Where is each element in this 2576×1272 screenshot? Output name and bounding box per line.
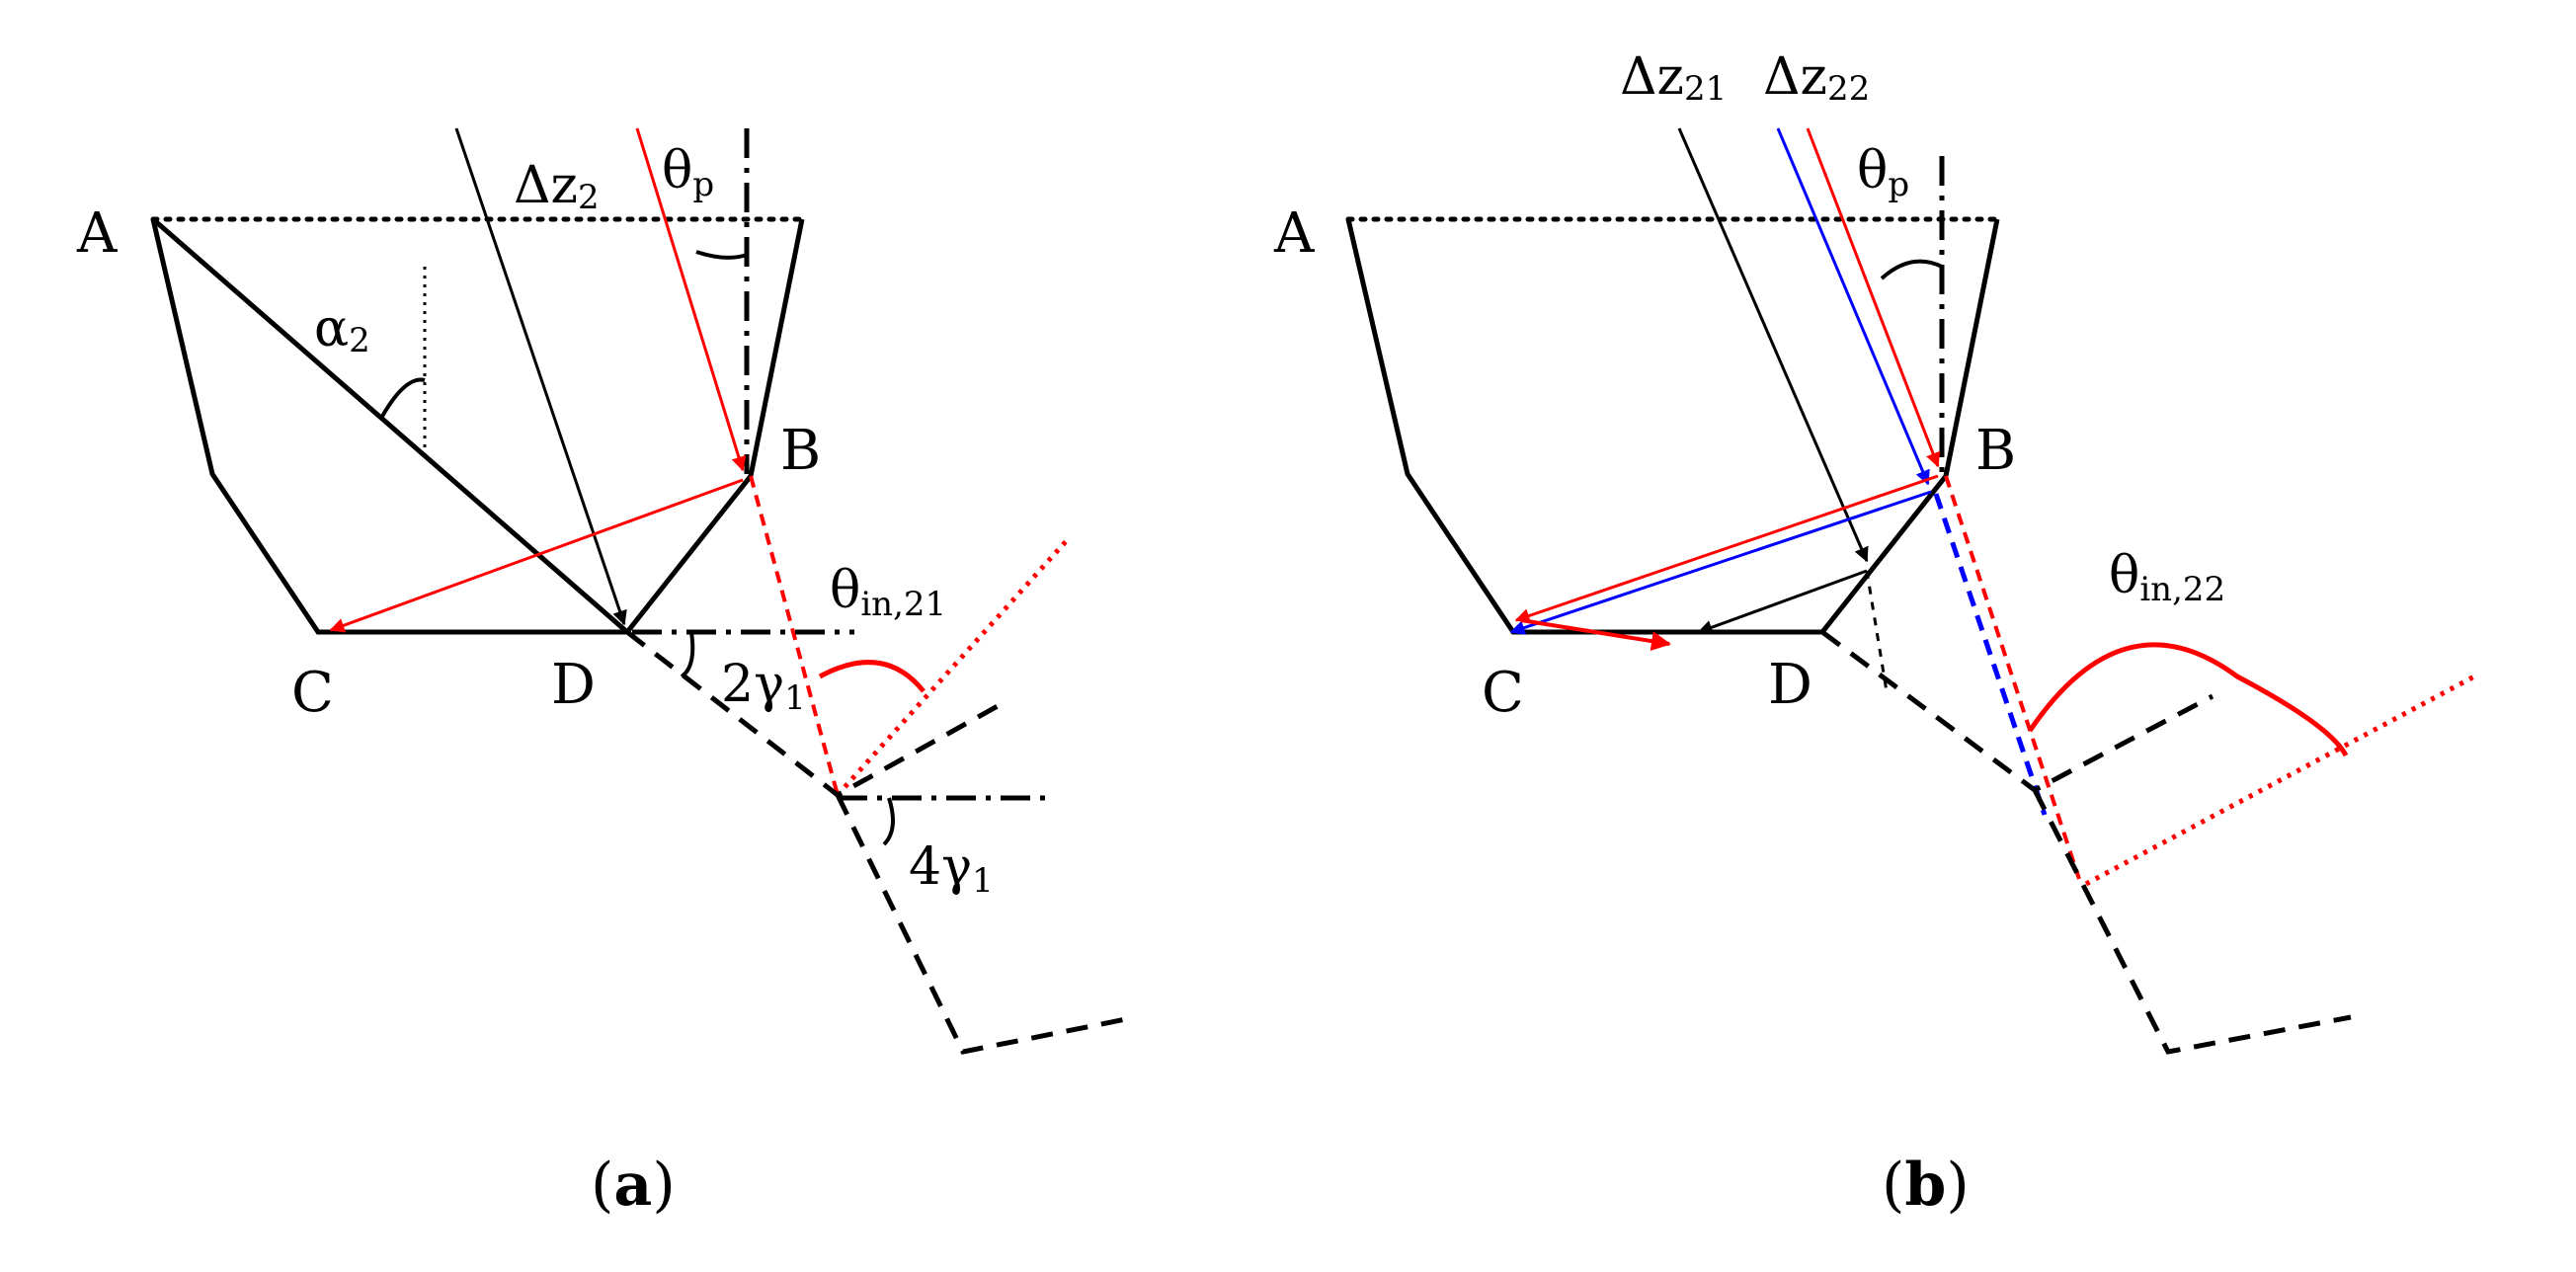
incident-ray-black — [1677, 127, 1869, 563]
unfolded-facets-dashed-lower — [2032, 788, 2352, 1055]
prism-outline — [150, 218, 805, 635]
incident-ray-red — [635, 127, 747, 472]
reflected-ray-red — [1514, 474, 1939, 623]
point-a-label: A — [1273, 201, 1315, 266]
point-b-label: B — [780, 419, 821, 483]
reflected-ray-red-short — [1520, 618, 1671, 652]
theta-in-21-arc — [818, 660, 926, 693]
caption-a: (a) — [591, 1151, 676, 1220]
theta-in-22-label: θin,22 — [2109, 546, 2225, 609]
point-c-label: C — [1482, 661, 1524, 725]
unfolded-facets-dashed-lower — [835, 793, 1137, 1055]
diagonal-a-d — [151, 217, 629, 634]
caption-b: (b) — [1882, 1151, 1970, 1220]
two-gamma-label: 2γ1 — [721, 655, 806, 718]
panel-a: A B C D Δz2 θp α2 θin,21 2γ1 4γ1 (a) — [76, 127, 1137, 1220]
reflected-ray-blue — [1509, 490, 1932, 635]
beam-label-dz22: Δz22 — [1763, 47, 1870, 109]
four-gamma-arc — [882, 797, 895, 846]
black-dashed-extension — [1865, 570, 1889, 692]
incident-ray-blue — [1776, 127, 1930, 486]
point-d-label: D — [1768, 653, 1812, 717]
point-a-label: A — [76, 201, 118, 266]
red-dashed-extension — [1944, 475, 2081, 880]
theta-in-21-label: θin,21 — [830, 561, 946, 624]
reflected-ray-red — [329, 478, 744, 633]
alpha-arc — [378, 377, 426, 421]
incident-ray-red — [1806, 127, 1941, 468]
red-dashed-extension — [749, 475, 840, 796]
theta-in-22-arc — [2027, 642, 2349, 757]
theta-p-label: θp — [1857, 141, 1909, 204]
reflected-ray-black — [1697, 569, 1868, 635]
theta-p-arc — [1880, 259, 1943, 280]
theta-p-label: θp — [662, 141, 714, 204]
point-d-label: D — [551, 653, 596, 717]
beam-label-dz21: Δz21 — [1620, 47, 1727, 109]
point-b-label: B — [1975, 419, 2016, 483]
point-c-label: C — [291, 661, 334, 725]
incident-ray-black — [454, 127, 627, 626]
panel-b: A B C D Δz21 Δz22 θp θin,22 (b) — [1273, 47, 2476, 1220]
prism-outline — [1345, 218, 2000, 635]
theta-p-arc — [695, 250, 748, 260]
red-dotted-line — [836, 536, 1071, 797]
alpha-label: α2 — [314, 299, 370, 360]
two-gamma-arc — [680, 631, 695, 678]
beam-label-dz2: Δz2 — [514, 156, 600, 217]
red-dotted-line — [2084, 674, 2476, 887]
four-gamma-label: 4γ1 — [909, 837, 994, 901]
blue-dashed-extension — [1933, 493, 2048, 816]
unfolded-facets-dashed — [625, 630, 1000, 798]
